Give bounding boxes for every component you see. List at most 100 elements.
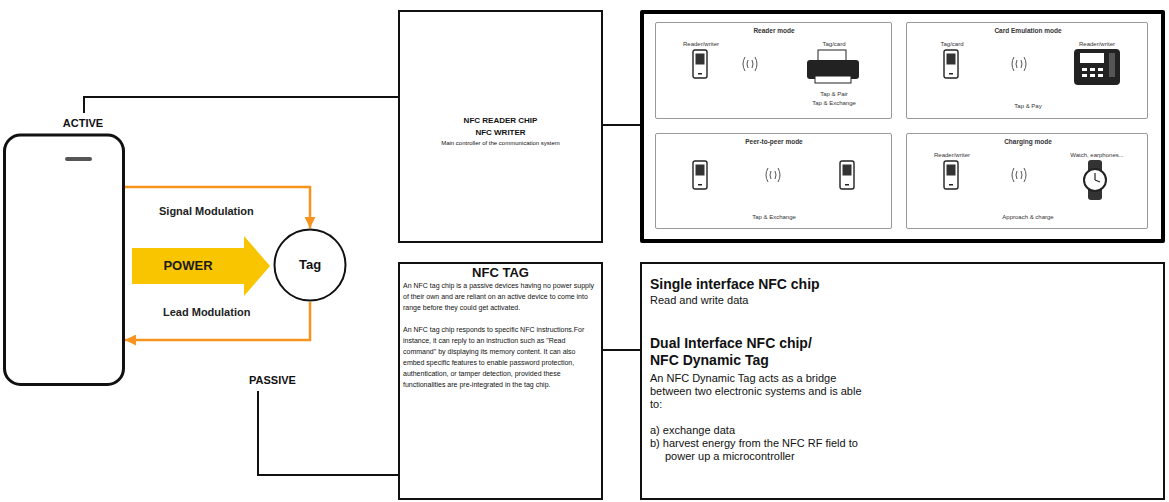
section-heading: Single interface NFC chip xyxy=(650,276,1155,293)
card-emulation-icons xyxy=(1082,68,1087,71)
text-wrap: An NFC Dynamic Tag acts as a bridge betw… xyxy=(650,372,1155,411)
text-wrap: Tag xyxy=(299,257,321,273)
text-wrap: Tag/card xyxy=(799,40,869,48)
card-emulation-icons xyxy=(1090,74,1095,77)
card-emulation-icons xyxy=(1080,53,1104,63)
tag-label: Tag xyxy=(299,257,321,273)
text-wrap: An NFC tag chip responds to specific NFC… xyxy=(403,324,598,390)
peer-to-peer-icons xyxy=(693,161,707,189)
body-text: Read and write data xyxy=(650,293,1155,307)
text-wrap: NFC TAG xyxy=(403,265,598,280)
mode-label: Reader/writer xyxy=(917,151,987,159)
body-text: An NFC Dynamic Tag acts as a bridge betw… xyxy=(650,372,876,411)
card-emulation-icons xyxy=(1098,68,1103,71)
text-wrap: Card Emulation mode xyxy=(968,27,1088,35)
connector xyxy=(125,302,310,340)
card-emulation-icons xyxy=(1082,74,1087,77)
text-wrap: Charging mode xyxy=(968,138,1088,146)
edge-label-wrap: Lead Modulation xyxy=(161,305,252,319)
mode-label: Tag/card xyxy=(917,40,987,48)
card-emulation-icons xyxy=(1090,68,1095,71)
mode-title: Peer-to-peer mode xyxy=(714,138,834,146)
mode-title: Charging mode xyxy=(968,138,1088,146)
mode-card: Peer-to-peer modeTap & Exchange xyxy=(655,133,892,229)
text-wrap: Approach & charge xyxy=(983,213,1073,221)
body-text: An NFC tag chip responds to specific NFC… xyxy=(403,324,598,390)
text-wrap: Main controller of the communication sys… xyxy=(441,139,560,148)
card-emulation-icons xyxy=(944,50,958,78)
phone-speaker xyxy=(65,157,92,161)
text-wrap: Reader/writer xyxy=(917,151,987,159)
mode-card: Card Emulation modeTag/card Reader/writer… xyxy=(906,22,1148,119)
power-arrow-outline xyxy=(132,236,272,296)
text-wrap: An NFC tag chip is a passive devices hav… xyxy=(403,280,598,313)
reader-mode-icons xyxy=(743,57,757,71)
mode-title: Reader mode xyxy=(714,27,834,35)
label-wrap: PASSIVE xyxy=(249,374,296,387)
connector xyxy=(603,349,640,351)
text-wrap: Read and write data xyxy=(650,293,1155,307)
text-wrap: Tap & Pay xyxy=(988,102,1068,110)
mode-label: Watch, earphones... xyxy=(1052,151,1142,159)
text-wrap: Dual Interface NFC chip/ NFC Dynamic Tag xyxy=(650,335,1155,369)
tag-circle-outline xyxy=(275,230,346,301)
mode-label: Reader/writer xyxy=(666,40,736,48)
box-title: NFC READER CHIP NFC WRITER xyxy=(455,115,547,139)
passive-wire xyxy=(258,391,398,475)
card-emulation-icons xyxy=(1098,74,1103,77)
passive-wire xyxy=(258,391,398,475)
card-emulation-icons xyxy=(1074,49,1120,85)
reader-mode-icons xyxy=(693,50,707,78)
peer-to-peer-icons xyxy=(840,161,854,189)
text-wrap: Tap & Exchange xyxy=(734,213,814,221)
list-item: a) exchange data xyxy=(650,424,880,437)
charging-icons xyxy=(1084,169,1106,191)
reader-box: NFC READER CHIP NFC WRITERMain controlle… xyxy=(398,10,603,243)
phone-device-outline xyxy=(3,113,125,386)
mode-label: Tap & Pay xyxy=(988,102,1068,110)
phone-device: ACTIVE xyxy=(3,113,125,386)
mode-label: Reader/writer xyxy=(1062,40,1132,48)
phone-body xyxy=(5,135,124,385)
tag-box: NFC TAGAn NFC tag chip is a passive devi… xyxy=(398,262,603,500)
peer-to-peer-icons xyxy=(693,161,854,189)
text-wrap: Tag/card xyxy=(917,40,987,48)
reader-mode-icons xyxy=(693,50,859,83)
list-item: b) harvest energy from the NFC RF field … xyxy=(650,437,880,463)
charging-icons xyxy=(944,160,1106,200)
box-title: NFC TAG xyxy=(403,265,598,280)
text-wrap: NFC READER CHIP NFC WRITER xyxy=(455,115,547,139)
text-wrap: a) exchange data xyxy=(650,424,1155,437)
mode-label: Approach & charge xyxy=(983,213,1073,221)
role-label: ACTIVE xyxy=(59,117,107,130)
edge-label: Lead Modulation xyxy=(161,305,252,319)
body-text: An NFC tag chip is a passive devices hav… xyxy=(403,280,598,313)
text-wrap: Reader/writer xyxy=(1062,40,1132,48)
mode-card: Charging modeReader/writer Watch, earphon… xyxy=(906,133,1148,229)
text-wrap: Reader mode xyxy=(714,27,834,35)
mode-card: Reader modeReader/writerTag/cardTap & Pa… xyxy=(655,22,892,119)
text-wrap: Reader/writer xyxy=(666,40,736,48)
power-arrow: POWER xyxy=(132,236,272,296)
text-wrap: Single interface NFC chip xyxy=(650,276,1155,293)
mode-label: Tap & Exchange xyxy=(794,99,874,107)
charging-icons xyxy=(1012,168,1026,182)
box-subtitle: Main controller of the communication sys… xyxy=(441,139,560,148)
role-label: PASSIVE xyxy=(249,374,296,387)
modes-panel: Reader modeReader/writer Tag/cardTap & Pa… xyxy=(640,10,1165,243)
card-emulation-icons xyxy=(1109,53,1115,77)
section-heading: Dual Interface NFC chip/ NFC Dynamic Tag xyxy=(650,335,830,369)
charging-icons xyxy=(944,161,958,189)
mode-label: Tag/card xyxy=(799,40,869,48)
chip-types-box: Single interface NFC chipRead and write … xyxy=(640,262,1165,500)
text-wrap: b) harvest energy from the NFC RF field … xyxy=(650,437,1155,463)
text-wrap: Watch, earphones... xyxy=(1052,151,1142,159)
mode-title: Card Emulation mode xyxy=(968,27,1088,35)
text-wrap: POWER xyxy=(132,258,244,274)
tag-circle: Tag xyxy=(273,228,347,302)
card-emulation-icons xyxy=(944,49,1120,85)
connector xyxy=(125,187,310,228)
mode-label: Tap & Exchange xyxy=(734,213,814,221)
